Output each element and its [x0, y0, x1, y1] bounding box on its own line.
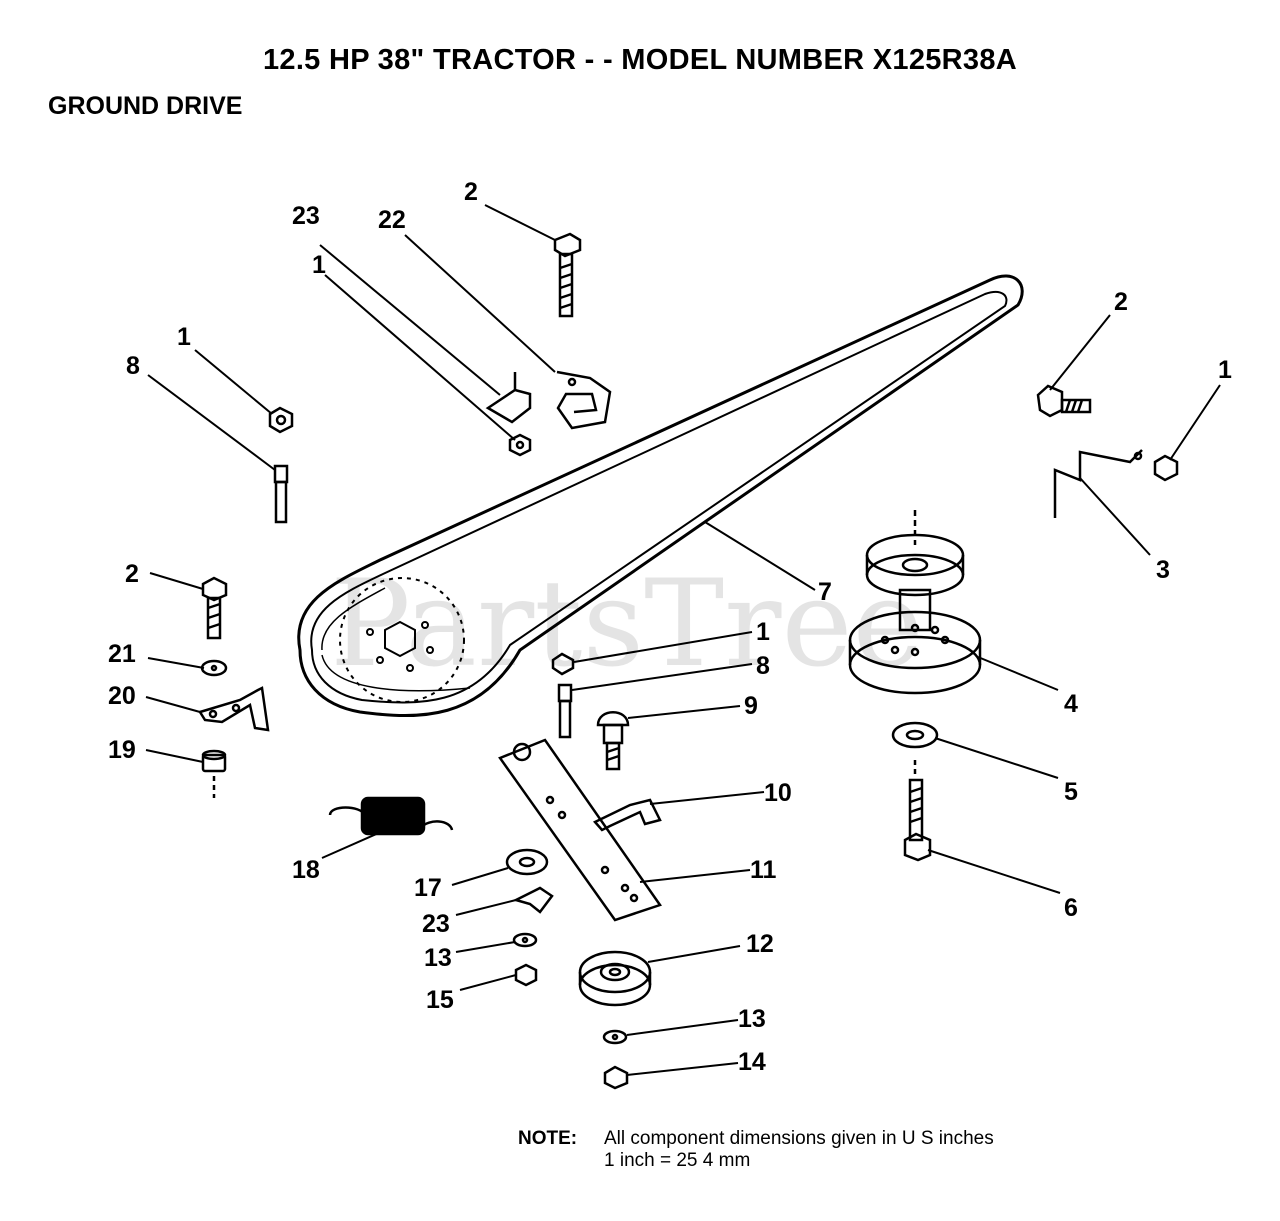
callout-2-left: 2 — [125, 560, 139, 588]
bolt-part-6 — [903, 760, 932, 862]
callout-1-mid: 1 — [756, 618, 770, 646]
callout-1-right: 1 — [1218, 356, 1232, 384]
washer-part-5 — [891, 721, 939, 749]
nut-part-1-top — [508, 433, 532, 457]
callout-2-right: 2 — [1114, 288, 1128, 316]
callout-13-a: 13 — [424, 944, 452, 972]
callout-19: 19 — [108, 736, 136, 764]
nut-part-15 — [514, 963, 538, 987]
callout-5: 5 — [1064, 778, 1078, 806]
callout-22-top: 22 — [378, 206, 406, 234]
note-label: NOTE: — [518, 1128, 578, 1149]
dimension-note: NOTE: All component dimensions given in U… — [518, 1128, 994, 1172]
callout-1-left: 1 — [177, 323, 191, 351]
callout-13-b: 13 — [738, 1005, 766, 1033]
washer-part-13-a — [512, 932, 538, 948]
callout-2-top: 2 — [464, 178, 478, 206]
callout-21: 21 — [108, 640, 136, 668]
callout-23-top: 23 — [292, 202, 320, 230]
callout-1-top: 1 — [312, 251, 326, 279]
callout-9: 9 — [744, 692, 758, 720]
note-text: All component dimensions given in U S in… — [604, 1128, 994, 1172]
callout-12: 12 — [746, 930, 774, 958]
callout-20: 20 — [108, 682, 136, 710]
bolt-part-2-left — [201, 576, 228, 640]
bolt-part-2-top — [553, 232, 582, 318]
nut-part-1-left — [268, 406, 294, 434]
stud-part-8-left — [273, 464, 289, 524]
callout-4: 4 — [1064, 690, 1078, 718]
callout-6: 6 — [1064, 894, 1078, 922]
spring-part-18 — [328, 796, 454, 836]
callout-8-left: 8 — [126, 352, 140, 380]
belt-pulley-hub — [339, 577, 465, 703]
note-line-2: 1 inch = 25 4 mm — [604, 1150, 751, 1171]
callout-10: 10 — [764, 779, 792, 807]
drive-belt — [297, 274, 1024, 718]
leader-lines — [145, 204, 1221, 1076]
callout-15: 15 — [426, 986, 454, 1014]
bracket-part-10 — [592, 798, 662, 832]
callout-17: 17 — [414, 874, 442, 902]
carriage-bolt-part-9 — [596, 711, 630, 771]
bracket-part-22 — [556, 370, 612, 430]
pulley-part-4 — [848, 510, 982, 695]
stud-part-8-mid — [557, 683, 573, 739]
section-title: GROUND DRIVE — [48, 92, 243, 120]
clip-part-23-bottom — [512, 886, 554, 914]
diagram-title: 12.5 HP 38" TRACTOR - - MODEL NUMBER X12… — [262, 44, 1018, 76]
bracket-part-20 — [198, 686, 270, 732]
nut-part-1-right — [1153, 454, 1179, 482]
clip-part-23-top — [485, 372, 532, 424]
callout-11: 11 — [750, 856, 777, 884]
callout-7: 7 — [818, 578, 832, 606]
note-line-1: All component dimensions given in U S in… — [604, 1128, 994, 1149]
nut-part-14 — [603, 1065, 629, 1090]
idler-pulley-part-12 — [578, 950, 652, 1007]
bolt-part-2-right — [1036, 384, 1092, 418]
callout-23-bottom: 23 — [422, 910, 450, 938]
nut-part-19 — [201, 749, 227, 798]
nut-part-1-mid — [551, 652, 575, 676]
rod-part-3 — [1053, 449, 1143, 518]
washer-part-13-b — [602, 1029, 628, 1045]
callout-18: 18 — [292, 856, 320, 884]
callout-8-mid: 8 — [756, 652, 770, 680]
pulley-part-17 — [505, 848, 549, 876]
idler-arm-part-11 — [498, 738, 662, 922]
washer-part-21 — [200, 659, 228, 677]
callout-14: 14 — [738, 1048, 766, 1076]
callout-3: 3 — [1156, 556, 1170, 584]
